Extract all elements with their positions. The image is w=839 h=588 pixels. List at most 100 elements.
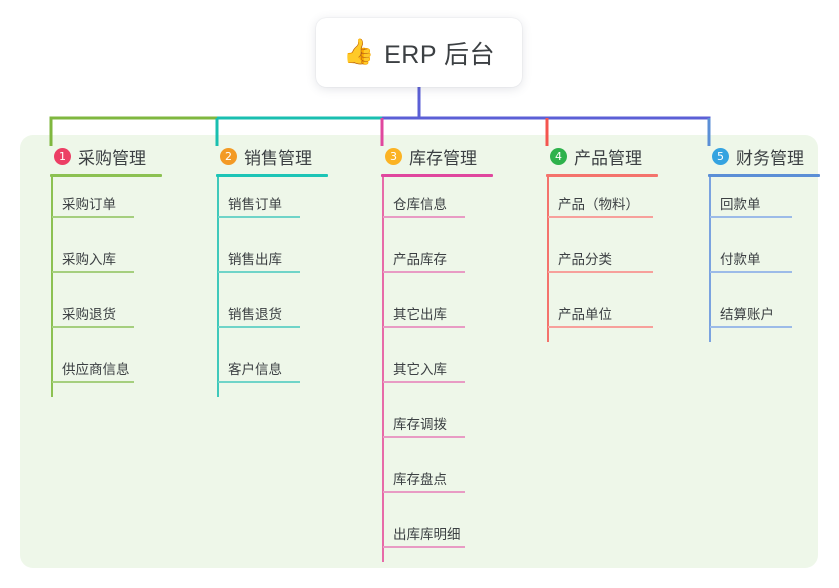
leaf-node[interactable]: 采购订单 bbox=[34, 177, 162, 232]
leaf-node[interactable]: 结算账户 bbox=[692, 287, 820, 342]
leaf-node[interactable]: 采购入库 bbox=[34, 232, 162, 287]
leaf-label: 采购订单 bbox=[62, 197, 116, 212]
leaf-label: 销售出库 bbox=[228, 252, 282, 267]
branch-column-4: 4 产品管理产品（物料） 产品分类产品单位 bbox=[530, 143, 658, 342]
leaf-node[interactable]: 销售出库 bbox=[200, 232, 328, 287]
branch-badge-1: 1 bbox=[54, 147, 71, 165]
leaf-node[interactable]: 出库库明细 bbox=[365, 507, 493, 562]
leaf-node[interactable]: 回款单 bbox=[692, 177, 820, 232]
branch-underline-2 bbox=[216, 174, 328, 177]
branch-header-2[interactable]: 2 销售管理 bbox=[200, 143, 328, 169]
branch-header-4[interactable]: 4 产品管理 bbox=[530, 143, 658, 169]
leaf-node[interactable]: 产品库存 bbox=[365, 232, 493, 287]
leaf-label: 采购入库 bbox=[62, 252, 116, 267]
branch-items-2: 销售订单销售出库销售退货客户信息 bbox=[200, 177, 328, 397]
leaf-underline bbox=[383, 326, 465, 328]
leaf-underline bbox=[383, 381, 465, 383]
thumbs-up-icon: 👍 bbox=[342, 38, 375, 66]
branch-underline-3 bbox=[381, 174, 493, 177]
branch-badge-4: 4 bbox=[550, 147, 567, 165]
branch-items-3: 仓库信息产品库存其它出库其它入库库存调拨库存盘点出库库明细 bbox=[365, 177, 493, 562]
leaf-label: 供应商信息 bbox=[62, 362, 130, 377]
branch-title-5: 财务管理 bbox=[736, 148, 804, 168]
branch-title-1: 采购管理 bbox=[78, 148, 146, 168]
branch-items-1: 采购订单采购入库采购退货供应商信息 bbox=[34, 177, 162, 397]
leaf-label: 其它入库 bbox=[393, 362, 447, 377]
leaf-label: 库存调拨 bbox=[393, 417, 447, 432]
leaf-underline bbox=[383, 271, 465, 273]
leaf-underline bbox=[218, 271, 300, 273]
branches-panel bbox=[20, 135, 818, 568]
leaf-node[interactable]: 销售订单 bbox=[200, 177, 328, 232]
leaf-underline bbox=[383, 546, 465, 548]
branch-items-5: 回款单付款单结算账户 bbox=[692, 177, 820, 342]
leaf-label: 客户信息 bbox=[228, 362, 282, 377]
leaf-underline bbox=[52, 216, 134, 218]
branch-stem-4 bbox=[547, 177, 549, 342]
leaf-label: 销售订单 bbox=[228, 197, 282, 212]
root-title: ERP 后台 bbox=[384, 40, 496, 69]
leaf-underline bbox=[548, 271, 653, 273]
branch-stem-2 bbox=[217, 177, 219, 397]
branch-column-1: 1 采购管理采购订单采购入库采购退货供应商信息 bbox=[34, 143, 162, 397]
leaf-node[interactable]: 库存调拨 bbox=[365, 397, 493, 452]
leaf-node[interactable]: 采购退货 bbox=[34, 287, 162, 342]
leaf-underline bbox=[52, 271, 134, 273]
leaf-underline bbox=[548, 216, 653, 218]
leaf-label: 产品单位 bbox=[558, 307, 612, 322]
leaf-label: 回款单 bbox=[720, 197, 761, 212]
branch-stem-3 bbox=[382, 177, 384, 562]
leaf-underline bbox=[52, 381, 134, 383]
leaf-underline bbox=[218, 216, 300, 218]
branch-items-4: 产品（物料） 产品分类产品单位 bbox=[530, 177, 658, 342]
branch-title-2: 销售管理 bbox=[244, 148, 312, 168]
leaf-label: 采购退货 bbox=[62, 307, 116, 322]
branch-column-2: 2 销售管理销售订单销售出库销售退货客户信息 bbox=[200, 143, 328, 397]
leaf-underline bbox=[548, 326, 653, 328]
branch-stem-1 bbox=[51, 177, 53, 397]
leaf-node[interactable]: 其它出库 bbox=[365, 287, 493, 342]
leaf-node[interactable]: 产品单位 bbox=[530, 287, 658, 342]
leaf-node[interactable]: 付款单 bbox=[692, 232, 820, 287]
leaf-label: 产品（物料） bbox=[558, 197, 639, 212]
leaf-underline bbox=[383, 436, 465, 438]
leaf-underline bbox=[218, 326, 300, 328]
leaf-node[interactable]: 其它入库 bbox=[365, 342, 493, 397]
leaf-underline bbox=[52, 326, 134, 328]
branch-stem-5 bbox=[709, 177, 711, 342]
leaf-node[interactable]: 销售退货 bbox=[200, 287, 328, 342]
leaf-underline bbox=[710, 271, 792, 273]
leaf-underline bbox=[383, 216, 465, 218]
leaf-label: 出库库明细 bbox=[393, 527, 461, 542]
leaf-node[interactable]: 仓库信息 bbox=[365, 177, 493, 232]
branch-badge-3: 3 bbox=[385, 147, 402, 165]
leaf-underline bbox=[218, 381, 300, 383]
branch-underline-4 bbox=[546, 174, 658, 177]
leaf-label: 产品库存 bbox=[393, 252, 447, 267]
leaf-label: 仓库信息 bbox=[393, 197, 447, 212]
branch-column-3: 3 库存管理仓库信息产品库存其它出库其它入库库存调拨库存盘点出库库明细 bbox=[365, 143, 493, 562]
branch-title-4: 产品管理 bbox=[574, 148, 642, 168]
branch-badge-2: 2 bbox=[220, 147, 237, 165]
leaf-underline bbox=[710, 326, 792, 328]
root-node[interactable]: 👍 ERP 后台 bbox=[316, 18, 522, 87]
branch-header-1[interactable]: 1 采购管理 bbox=[34, 143, 162, 169]
leaf-node[interactable]: 供应商信息 bbox=[34, 342, 162, 397]
leaf-node[interactable]: 客户信息 bbox=[200, 342, 328, 397]
branch-header-3[interactable]: 3 库存管理 bbox=[365, 143, 493, 169]
leaf-label: 其它出库 bbox=[393, 307, 447, 322]
leaf-label: 结算账户 bbox=[720, 307, 774, 322]
leaf-label: 产品分类 bbox=[558, 252, 612, 267]
leaf-underline bbox=[383, 491, 465, 493]
branch-title-3: 库存管理 bbox=[409, 148, 477, 168]
leaf-label: 付款单 bbox=[720, 252, 761, 267]
branch-underline-5 bbox=[708, 174, 820, 177]
leaf-node[interactable]: 产品分类 bbox=[530, 232, 658, 287]
branch-underline-1 bbox=[50, 174, 162, 177]
leaf-underline bbox=[710, 216, 792, 218]
leaf-node[interactable]: 产品（物料） bbox=[530, 177, 658, 232]
leaf-node[interactable]: 库存盘点 bbox=[365, 452, 493, 507]
